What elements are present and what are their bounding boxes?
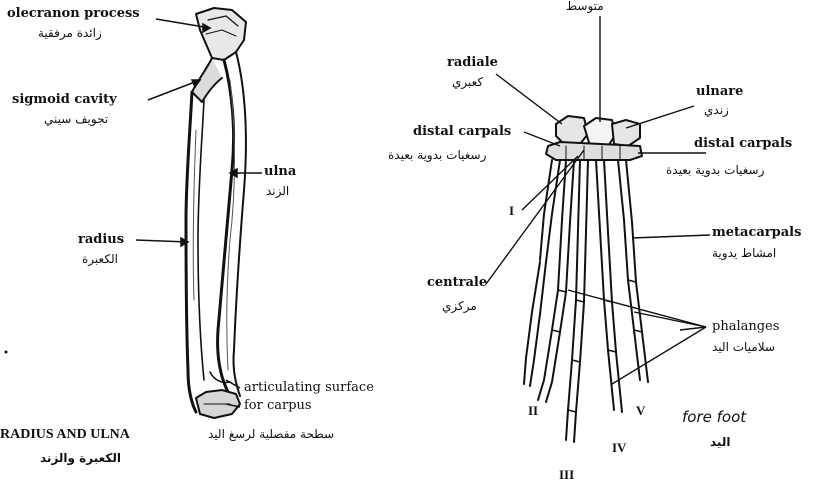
top-cut-label-ar: متوسط [566,0,604,12]
articulating-surface-label: articulating surface [244,381,374,394]
articulating-surface-label-ar: سطحة مفصلية لرسغ اليد [208,428,334,440]
phalanges-label: phalanges [712,320,779,333]
fore-foot-drawing [524,116,648,442]
radiale-label: radiale [447,56,498,69]
distal-carpals-left-label-ar: رسغيات بدوية بعيدة [388,149,486,161]
distal-carpals-left-label: distal carpals [413,125,511,138]
digit-3-label: III [559,468,574,481]
digit-4-label: IV [612,441,626,454]
olecranon-label-ar: زائدة مرفقية [38,27,102,39]
distal-carpals-right-label-ar: رسغيات بدوية بعيدة [666,164,764,176]
sigmoid-cavity-label: sigmoid cavity [12,93,117,106]
centrale-label: centrale [427,276,487,289]
olecranon-label: olecranon process [7,7,140,20]
ulna-label-ar: الزند [266,185,289,197]
fore-foot-caption: fore foot [682,410,746,425]
radius-label-ar: الكعبرة [82,253,118,265]
sigmoid-cavity-label-ar: تجويف سيني [44,113,108,125]
digit-5-bones [618,160,648,382]
ulnare-bone [612,120,640,146]
stray-dot [5,351,8,354]
metacarpals-label-ar: امشاط يدوية [712,247,776,259]
radius-ulna-drawing [186,8,246,418]
ulna-label: ulna [264,165,296,178]
radiale-label-ar: كعبري [452,76,483,88]
digit-5-label: V [636,404,645,417]
radiale-bone [556,116,588,144]
radius-label: radius [78,233,124,246]
radius-shaft [186,92,196,412]
phalanges-label-ar: سلاميات اليد [712,341,775,353]
radius-ulna-caption: RADIUS AND ULNA [0,428,130,442]
digit-1-label: I [509,204,514,217]
fore-foot-caption-ar: اليد [710,436,730,448]
digit-4-bones [596,160,622,412]
intermedium-bone [584,118,616,146]
digit-2-label: II [528,404,538,417]
ulnare-label-ar: زندي [704,104,729,116]
metacarpals-label: metacarpals [712,226,801,239]
ulnare-label: ulnare [696,85,743,98]
articulating-surface-label-2: for carpus [244,399,312,412]
distal-carpal-row [546,142,642,160]
distal-carpals-right-label: distal carpals [694,137,792,150]
olecranon-head [196,8,246,60]
centrale-label-ar: مركزي [442,300,477,312]
radius-ulna-caption-ar: الكعبرة والزند [40,452,121,464]
